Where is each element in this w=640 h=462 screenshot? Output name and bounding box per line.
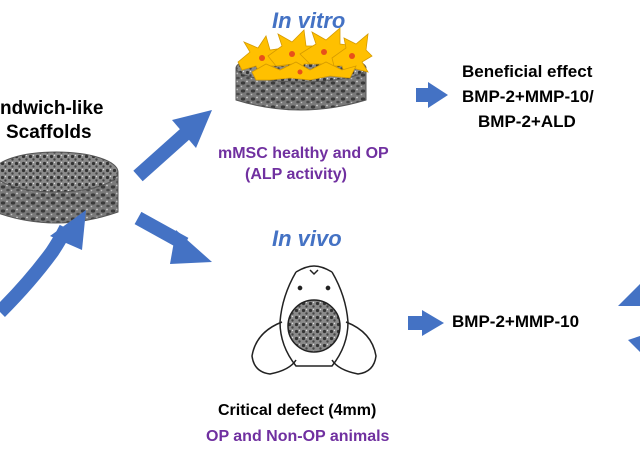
arrow-to-vivo-result-icon (408, 310, 444, 336)
in-vivo-caption-line2: OP and Non-OP animals (206, 428, 390, 445)
in-vitro-heading: In vitro (272, 8, 346, 33)
in-vivo-caption-line1: Critical defect (4mm) (218, 402, 377, 419)
scaffold-title-line2: Scaffolds (6, 122, 92, 143)
curved-arrow-icon (0, 210, 86, 317)
arrow-right-edge-icon (618, 284, 640, 352)
arrow-to-in-vivo-icon (134, 211, 212, 264)
in-vivo-heading: In vivo (272, 226, 342, 251)
defect-scaffold-icon (287, 299, 341, 353)
vitro-result-line2: BMP-2+MMP-10/ (462, 87, 594, 106)
vitro-result-line1: Beneficial effect (462, 62, 593, 81)
cells-on-scaffold-icon (235, 27, 373, 111)
mouse-head-icon (251, 265, 377, 375)
scaffold-title-line1: ndwich-like (0, 98, 104, 119)
scaffold-disc-icon (0, 151, 119, 224)
in-vitro-caption-line2: (ALP activity) (245, 166, 347, 183)
arrow-to-in-vitro-icon (133, 110, 212, 182)
vitro-result-line3: BMP-2+ALD (478, 112, 576, 131)
in-vitro-caption-line1: mMSC healthy and OP (218, 145, 389, 162)
arrow-to-vitro-result-icon (416, 82, 448, 108)
vivo-result: BMP-2+MMP-10 (452, 312, 580, 331)
